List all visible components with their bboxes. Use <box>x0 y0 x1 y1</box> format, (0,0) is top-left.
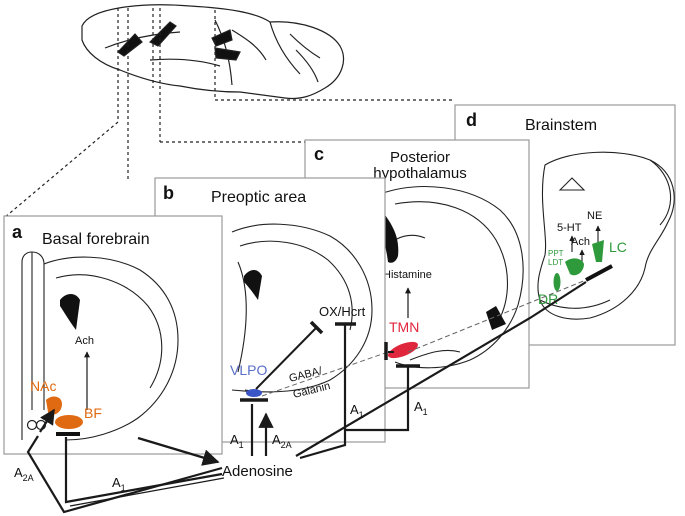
dr-nucleus <box>553 273 561 291</box>
panel-b-letter: b <box>163 183 174 203</box>
a1-to-brainstem <box>295 281 587 457</box>
hypothalamus-tract-shape <box>486 306 506 330</box>
ox-hcrt-label: OX/Hcrt <box>319 304 366 319</box>
panel-d-letter: d <box>466 110 477 130</box>
ldt-label: LDT <box>548 258 563 267</box>
nac-label: NAc <box>30 378 56 394</box>
panel-a-title: Basal forebrain <box>42 231 150 248</box>
a1-bottom-label: A1 <box>112 475 126 493</box>
ach-a-label: Ach <box>75 335 94 347</box>
ach-d-label: Ach <box>571 236 590 248</box>
a2a-arrow-to-nac <box>39 408 55 433</box>
a2a-vlpo-label: A2A <box>272 432 292 450</box>
vlpo-nucleus <box>246 389 262 397</box>
bf-label: BF <box>84 405 102 421</box>
a1-to-ox <box>299 324 347 460</box>
vlpo-to-tmn-dashed <box>261 351 389 397</box>
panel-c-letter: c <box>314 144 324 164</box>
ne-label: NE <box>587 210 602 222</box>
ox-inhibition-bar <box>309 320 324 335</box>
panel-d-title: Brainstem <box>525 117 597 134</box>
five-ht-label: 5-HT <box>557 222 582 234</box>
panel-a-letter: a <box>12 222 23 242</box>
tmn-nucleus <box>387 341 419 359</box>
tmn-label: TMN <box>389 319 419 335</box>
a2a-path-to-nac <box>26 435 223 514</box>
forebrain-ventricle-shape <box>60 294 80 330</box>
lc-nucleus <box>592 240 604 262</box>
panel-a-basal-forebrain: a Basal forebrain Ach NAc BF <box>3 215 223 455</box>
overview-guide-lines <box>3 8 455 219</box>
a1-tmn-label: A1 <box>414 399 428 417</box>
a1-ox-label: A1 <box>350 402 364 420</box>
vlpo-label: VLPO <box>230 362 267 378</box>
lc-label: LC <box>609 239 627 255</box>
a1-path-to-bf <box>64 437 223 504</box>
panel-c-title-line2: hypothalamus <box>373 165 466 182</box>
sagittal-brain-overview <box>81 4 345 100</box>
a2a-left-label: A2A <box>14 465 34 483</box>
dr-label: DR <box>538 291 558 307</box>
a1-vlpo-label: A1 <box>230 432 244 450</box>
adenosine-pathways <box>26 279 587 514</box>
adenosine-label: Adenosine <box>222 463 293 480</box>
ppt-ldt-nucleus <box>565 258 584 276</box>
ppt-label: PPT <box>548 249 564 258</box>
bf-to-adenosine-arrow <box>137 436 220 466</box>
vlpo-to-ox-inhibition <box>255 327 317 390</box>
histamine-label: Histamine <box>383 269 432 281</box>
panel-b-title: Preoptic area <box>211 189 306 206</box>
brainstem-inhibition-bar <box>585 264 613 282</box>
panel-c-title-line1: Posterior <box>390 149 450 166</box>
vlpo-to-brainstem-dashed <box>407 279 587 353</box>
preoptic-ventricle-shape <box>244 270 262 300</box>
bf-nucleus <box>55 415 83 429</box>
a1-to-tmn <box>345 366 410 432</box>
